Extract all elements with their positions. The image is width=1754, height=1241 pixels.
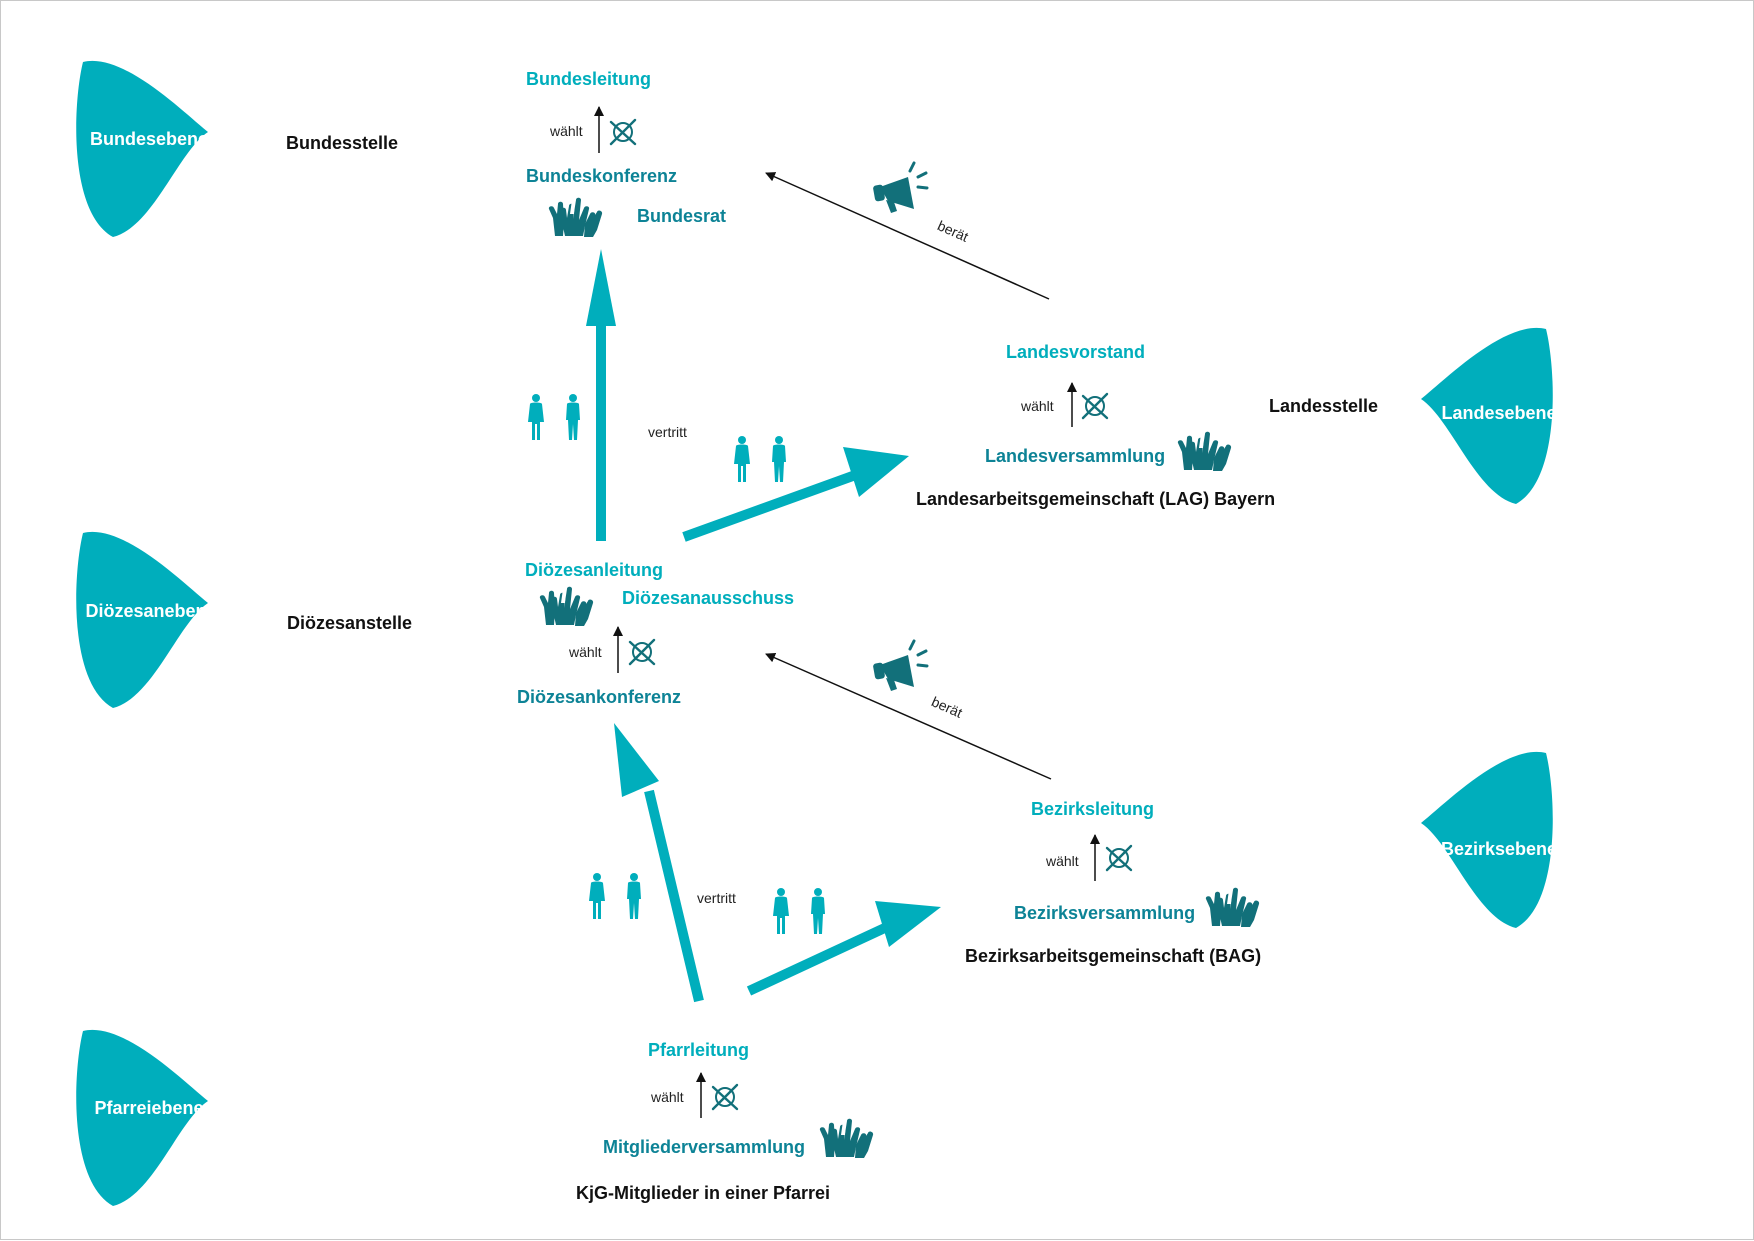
vote-cross-icon: [628, 638, 656, 666]
level-label-dioezesanebene: Diözesanebene: [85, 601, 217, 621]
waehlt-label: wählt: [569, 644, 602, 660]
waehlt-label: wählt: [550, 123, 583, 139]
raised-hands-icon: [819, 1118, 874, 1158]
lag-label: Landesarbeitsgemeinschaft (LAG) Bayern: [916, 489, 1276, 509]
vertritt-label: vertritt: [697, 890, 736, 906]
person-icon: [589, 873, 605, 919]
bundesleitung-label: Bundesleitung: [526, 69, 651, 89]
level-label-bezirksebene: Bezirksebene: [1440, 839, 1558, 859]
kjg-mitglieder-label: KjG-Mitglieder in einer Pfarrei: [576, 1183, 831, 1203]
vertritt-arrow-pfarrei-dioezese: [614, 723, 704, 1003]
person-icon: [734, 436, 750, 482]
person-icon: [772, 436, 786, 482]
raised-hands-icon: [539, 586, 594, 626]
vote-cross-icon: [1105, 844, 1133, 872]
level-label-pfarreiebene: Pfarreiebene: [94, 1098, 204, 1118]
waehlt-label: wählt: [1021, 398, 1054, 414]
vertritt-arrow-dioezese-landes: [682, 447, 909, 542]
office-bundesstelle: Bundesstelle: [286, 133, 399, 153]
level-label-landesebene: Landesebene: [1441, 403, 1557, 423]
raised-hands-icon: [1205, 887, 1260, 927]
raised-hands-icon: [1177, 431, 1232, 471]
office-landesstelle: Landesstelle: [1269, 396, 1379, 416]
person-icon: [773, 888, 789, 934]
level-label-bundesebene: Bundesebene: [89, 129, 209, 149]
megaphone-icon: [871, 639, 929, 693]
megaphone-icon: [871, 161, 929, 215]
vertritt-arrow-pfarrei-bezirk: [746, 901, 941, 996]
pfarrleitung-label: Pfarrleitung: [648, 1040, 750, 1060]
person-icon: [811, 888, 825, 934]
vertritt-label: vertritt: [648, 424, 687, 440]
vote-cross-icon: [609, 118, 637, 146]
bag-label: Bezirksarbeitsgemeinschaft (BAG): [965, 946, 1262, 966]
beraet-arrow-bezirk-dioezese: [765, 653, 1052, 780]
bundeskonferenz-label: Bundeskonferenz: [526, 166, 678, 186]
dioezesanausschuss-label: Diözesanausschuss: [622, 588, 795, 608]
waehlt-label: wählt: [1046, 853, 1079, 869]
raised-hands-icon: [548, 197, 603, 237]
vote-cross-icon: [711, 1083, 739, 1111]
office-dioezesanstelle: Diözesanstelle: [287, 613, 413, 633]
person-icon: [566, 394, 580, 440]
vote-cross-icon: [1081, 392, 1109, 420]
bezirksleitung-label: Bezirksleitung: [1031, 799, 1155, 819]
person-icon: [528, 394, 544, 440]
dioezesanleitung-label: Diözesanleitung: [525, 560, 664, 580]
dioezesankonferenz-label: Diözesankonferenz: [517, 687, 682, 707]
waehlt-label: wählt: [651, 1089, 684, 1105]
vertritt-arrow-dioezese-bund: [586, 249, 616, 541]
bundesrat-label: Bundesrat: [637, 206, 727, 226]
landesversammlung-label: Landesversammlung: [985, 446, 1166, 466]
landesvorstand-label: Landesvorstand: [1006, 342, 1146, 362]
mitgliederversammlung-label: Mitgliederversammlung: [603, 1137, 806, 1157]
person-icon: [627, 873, 641, 919]
bezirksversammlung-label: Bezirksversammlung: [1014, 903, 1196, 923]
beraet-arrow-landes-bund: [765, 172, 1050, 300]
